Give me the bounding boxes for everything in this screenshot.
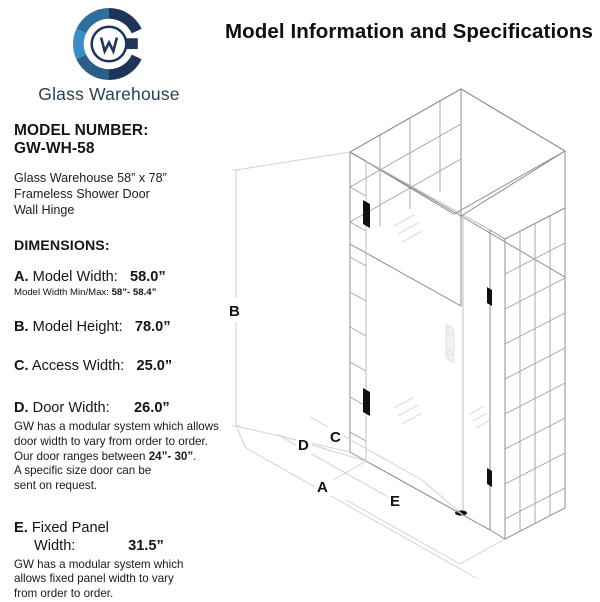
dimension-label-a: Model Width: [32, 268, 118, 285]
dimension-sub-d-line-3-c: . [193, 449, 197, 463]
dimension-sub-d-line-4: A specific size door can be [14, 464, 152, 478]
model-number-label: MODEL NUMBER: [14, 122, 149, 139]
dimension-value-c: 25.0” [136, 358, 173, 375]
dimension-line-d: D [277, 434, 391, 499]
dimension-sub-d-line-1: GW has a modular system which allows [14, 419, 219, 433]
dimension-line-c: C [309, 416, 464, 516]
glass-warehouse-logo-icon [73, 8, 142, 80]
dimension-note-a-value: 58”- 58.4” [111, 287, 157, 299]
dimension-row-d: D. Door Width: 26.0” [14, 400, 229, 418]
dimension-sub-d-line-3: Our door ranges between 24”- 30”. [14, 450, 229, 465]
model-description-line-3: Wall Hinge [14, 203, 75, 218]
model-number-block: MODEL NUMBER: GW-WH-58 [14, 122, 229, 159]
dimension-line-b: B [227, 151, 351, 453]
dimension-line-e: E [345, 490, 506, 565]
model-description-line-2: Frameless Shower Door [14, 186, 150, 201]
dimension-sub-e-line-1: GW has a modular system which [14, 557, 184, 571]
upper-wall-hinge [363, 200, 370, 228]
dimension-sub-d-line-3-a: Our door ranges between [14, 449, 149, 463]
dimension-label-c: Access Width: [31, 358, 125, 375]
dimension-row-c: C. Access Width: 25.0” [14, 358, 229, 376]
dimension-note-a: Model Width Min/Max: 58”- 58.4” [14, 287, 229, 299]
dimension-note-a-prefix: Model Width Min/Max: [14, 287, 112, 299]
dimension-row-b: B. Model Height: 78.0” [14, 319, 229, 337]
dimension-label-e-line-2: Width: [34, 537, 76, 554]
callout-b: B [229, 303, 240, 320]
dimension-sub-d: GW has a modular system which allows doo… [14, 420, 229, 494]
dimension-letter-b: B. [14, 318, 29, 335]
model-number-value: GW-WH-58 [14, 140, 95, 158]
dimension-sub-e-line-3: from order to order. [14, 587, 114, 601]
callout-c: C [330, 429, 341, 446]
specifications-column: MODEL NUMBER: GW-WH-58 Glass Warehouse 5… [14, 122, 229, 602]
callout-a: A [317, 479, 328, 496]
dimension-value-d: 26.0” [134, 400, 170, 417]
callout-e: E [390, 493, 400, 510]
lower-wall-hinge [363, 388, 370, 416]
model-description: Glass Warehouse 58” x 78” Frameless Show… [14, 170, 229, 219]
shower-enclosure-diagram: .ln { fill:none; stroke:#8d8d8d; stroke-… [218, 48, 600, 600]
model-description-line-1: Glass Warehouse 58” x 78” [14, 170, 167, 185]
dimension-row-e: E. Fixed Panel Width: 31.5” [14, 520, 229, 556]
callout-d: D [298, 437, 309, 454]
shower-floor [332, 460, 491, 531]
dimension-sub-e-line-2: allows fixed panel width to vary [14, 572, 174, 586]
fixed-glass-panel [462, 214, 491, 531]
dimension-value-a: 58.0” [130, 268, 166, 285]
door-handle [445, 323, 455, 364]
dimension-label-b: Model Height: [32, 318, 123, 335]
dimension-sub-d-line-2: door width to vary from order to order. [14, 434, 208, 448]
dimension-value-e: 31.5” [128, 537, 164, 554]
dimension-row-a: A. Model Width: 58.0” [14, 269, 229, 287]
dimension-letter-e: E. [14, 520, 28, 537]
right-tiled-wall [487, 207, 566, 540]
back-tiled-wall [349, 88, 566, 307]
dimensions-heading: DIMENSIONS: [14, 237, 110, 254]
dimension-letter-d: D. [14, 400, 29, 417]
panel-clip-upper-icon [487, 287, 492, 306]
dimension-row-e-line-1: E. Fixed Panel [14, 520, 229, 538]
shower-enclosure-svg: .ln { fill:none; stroke:#8d8d8d; stroke-… [227, 88, 566, 579]
brand-wordmark: Glass Warehouse [38, 84, 180, 104]
panel-clip-lower-icon [487, 468, 492, 487]
enclosure-top-plane [349, 88, 566, 215]
dimension-value-b: 78.0” [134, 318, 171, 335]
dimension-sub-d-range: 24”- 30” [148, 449, 194, 463]
dimension-row-e-line-2: Width: 31.5” [14, 538, 229, 556]
dimension-sub-d-line-5: sent on request. [14, 479, 98, 493]
dimension-sub-e: GW has a modular system which allows fix… [14, 558, 229, 602]
left-tiled-wall [349, 151, 367, 462]
dimension-label-e-line-1: Fixed Panel [31, 520, 109, 537]
dimension-letter-c: C. [14, 358, 29, 375]
brand-logo-block: Glass Warehouse [0, 8, 218, 105]
page-title: Model Information and Specifications [224, 20, 594, 43]
dimension-letter-a: A. [14, 268, 29, 285]
dimension-label-d: Door Width: [32, 400, 110, 417]
dimension-line-a: A [235, 425, 477, 579]
